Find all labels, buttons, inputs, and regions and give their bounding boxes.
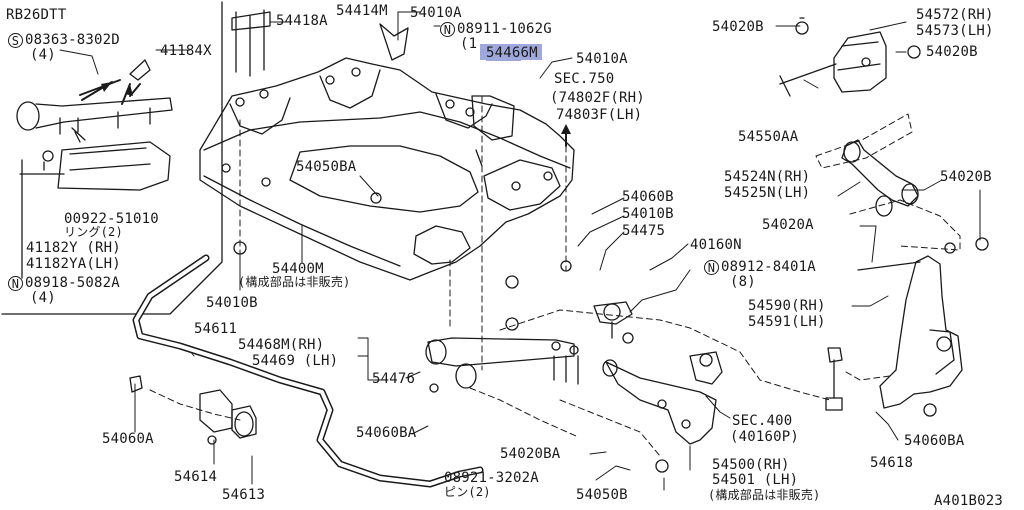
stabilizer-link [825, 347, 937, 417]
part-54613-label: 54613 [222, 487, 266, 503]
highlighted-part-number: 5446 [486, 45, 521, 61]
upper-mount [779, 17, 921, 97]
drawing-id: A401B023 [934, 493, 1004, 509]
part-54414M-label: 54414M [336, 3, 388, 19]
ring-qty-label: リング(2) [64, 225, 123, 239]
part-54020A-label: 54020A [762, 217, 814, 233]
part-54010B-left-label: 54010B [206, 295, 258, 311]
part-54400M-note: (構成部品は非販売) [238, 275, 351, 289]
part-54573-label: 54573(LH) [916, 23, 994, 39]
nut-08911-qty: (1 [460, 36, 478, 52]
part-00922-label: 00922-51010 [64, 211, 159, 227]
part-54010B-right-label: 54010B [622, 206, 674, 222]
bolt-prefix-icon: S [8, 33, 23, 48]
nut-prefix-icon: N [440, 22, 455, 37]
part-54400M-label: 54400M [272, 261, 324, 277]
pin-08921-label: 08921-3202A [444, 470, 539, 486]
nut-08918-qty: (4) [30, 290, 56, 306]
part-54476-label: 54476 [372, 371, 416, 387]
part-54020B-top-label: 54020B [712, 19, 764, 35]
part-74802F-label: (74802F(RH) [550, 90, 645, 106]
part-54020B-right-label: 54020B [926, 44, 978, 60]
part-number-suffix: 6M [520, 45, 538, 61]
part-54572-label: 54572(RH) [916, 7, 994, 23]
part-54618-label: 54618 [870, 455, 914, 471]
part-54550AA-label: 54550AA [738, 129, 799, 145]
part-54525N-label: 54525N(LH) [724, 185, 811, 201]
ball-joint [593, 301, 634, 344]
part-54060BA-mid-label: 54060BA [356, 425, 417, 441]
part-54050BA-label: 54050BA [296, 159, 357, 175]
part-54501-label: 54501 (LH) [712, 472, 799, 488]
part-54468M-label: 54468M(RH) [238, 337, 325, 353]
part-54060B-label: 54060B [622, 189, 674, 205]
part-54500-label: 54500(RH) [712, 457, 790, 473]
part-54614-label: 54614 [174, 469, 218, 485]
part-54524N-label: 54524N(RH) [724, 169, 811, 185]
part-number: 08363-8302D [25, 32, 120, 48]
part-54475-label: 54475 [622, 223, 666, 239]
part-54060BA-right-label: 54060BA [904, 433, 965, 449]
part-40160P-label: (40160P) [730, 429, 800, 445]
part-54418A-label: 54418A [276, 13, 328, 29]
part-54020B-mid-label: 54020B [940, 169, 992, 185]
part-54590-label: 54590(RH) [748, 298, 826, 314]
part-54060A-label: 54060A [102, 431, 154, 447]
upper-link [841, 139, 919, 217]
part-54469-label: 54469 (LH) [252, 353, 339, 369]
nut-08912-qty: (8) [730, 274, 756, 290]
part-40160N-label: 40160N [690, 237, 742, 253]
part-54010A-right-label: 54010A [576, 51, 628, 67]
part-54010A-top-label: 54010A [410, 5, 462, 21]
sec750-label: SEC.750 [554, 71, 615, 87]
inset-bracket-assembly [16, 59, 173, 279]
leader-lines [59, 11, 981, 491]
compression-link [425, 337, 579, 389]
knuckle [857, 237, 989, 409]
part-54020BA-label: 54020BA [500, 446, 561, 462]
pin-qty-label: ピン(2) [444, 485, 491, 499]
part-54466M-label: 54466M [486, 45, 538, 61]
bolt-08363-qty: (4) [30, 47, 56, 63]
part-number: 08918-5082A [25, 275, 120, 291]
bushings [129, 241, 572, 445]
nut-prefix-icon: N [8, 276, 23, 291]
part-number: 08911-1062G [457, 21, 552, 37]
arrows [81, 81, 567, 147]
part-74803F-label: 74803F(LH) [556, 107, 643, 123]
part-41184X-label: 41184X [160, 43, 212, 59]
part-41182Y-label: 41182Y (RH) [26, 240, 121, 256]
stabilizer-bar [132, 254, 484, 488]
sec400-label: SEC.400 [732, 413, 793, 429]
part-54050B-label: 54050B [576, 487, 628, 503]
inset-boundary [1, 1, 223, 315]
part-41182YA-label: 41182YA(LH) [26, 256, 121, 272]
part-54591-label: 54591(LH) [748, 314, 826, 330]
part-number: 08912-8401A [721, 259, 816, 275]
part-54500-note: (構成部品は非販売) [708, 488, 821, 502]
engine-label: RB26DTT [6, 7, 67, 23]
part-54611-label: 54611 [194, 321, 238, 337]
nut-prefix-icon: N [704, 260, 719, 275]
subframe-crossmember [199, 9, 575, 281]
arrowheads [101, 82, 571, 134]
lower-arm [602, 351, 723, 473]
